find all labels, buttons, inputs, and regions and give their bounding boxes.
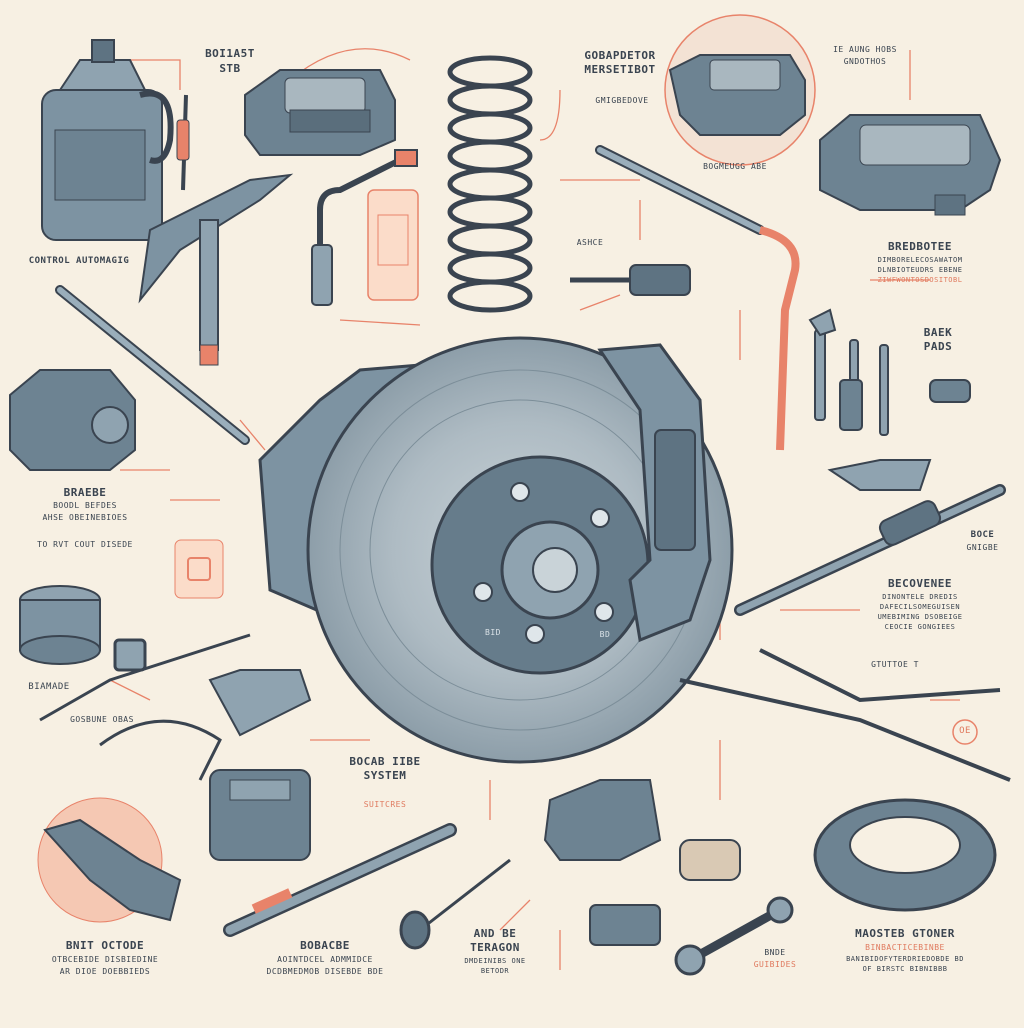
- grease-label: GTUTTOE T: [871, 660, 919, 669]
- brake-bolt-mid: [570, 264, 691, 296]
- pliers: [679, 648, 1011, 782]
- fluid-title: BOI1A5T: [205, 47, 255, 60]
- grease-gun: [734, 484, 1006, 616]
- annotation-arrows: [109, 48, 960, 970]
- master-title: MAOSTEB GTONER: [855, 927, 955, 940]
- hose-left-label: CONTROL AUTOMAGIG: [28, 256, 130, 266]
- bottom-wrench-sub: GUIBIDES: [753, 960, 797, 969]
- caliper-bolt-right: [595, 145, 765, 235]
- brake-fluid-bottle: [41, 39, 174, 241]
- system-sub: SYSTEM: [363, 769, 407, 782]
- bleeder-tool: [176, 94, 190, 191]
- bottom-wrench-title: BNDE: [764, 948, 786, 957]
- small-left-label: GOSBUNE OBAS: [70, 715, 134, 724]
- bottom-mid-sub: TERAGON: [470, 941, 520, 954]
- long-bolt: [55, 285, 250, 445]
- bottom-left-title: BNIT OCTODE: [65, 939, 145, 952]
- caliper-body-left: [9, 369, 136, 471]
- bracket-center-bottom: [543, 779, 662, 861]
- recovers-line-1: DINONTELE DREDIS: [882, 593, 958, 601]
- bottom-mid-title: AND BE: [473, 927, 517, 940]
- hub-mark-2: BD: [599, 630, 611, 639]
- dose-sub: GNIGBE: [966, 543, 999, 552]
- hook-tool: [99, 719, 222, 781]
- oe-badge: OE: [959, 726, 971, 736]
- small-springs: [839, 379, 971, 431]
- caliper-bottom-left: [37, 797, 182, 923]
- caliper-top-sub: MERSETIBOT: [584, 63, 656, 76]
- brackets-title: BREDBOTEE: [887, 240, 953, 253]
- wrench-set: [808, 308, 889, 436]
- brake-left-line-1: BOODL BEFDES: [53, 501, 117, 510]
- recovers-line-3: UMEBIMING DSOBEIGE: [877, 613, 963, 621]
- system-note: SUITCRES: [363, 800, 407, 809]
- pads-sub: PADS: [923, 340, 953, 353]
- bottom-left-line-2: AR DIOE DOEBBIEDS: [59, 967, 151, 976]
- disc-brake-assembly: [258, 336, 734, 764]
- brake-pads-top: [244, 69, 396, 156]
- spanner-bottom: [674, 896, 794, 976]
- top-right-sub: GNDOTHOS: [843, 57, 887, 66]
- hub-mark-1: BID: [485, 628, 501, 637]
- recovers-title: BECOVENEE: [887, 577, 953, 590]
- caliper-diagram-card: [367, 189, 419, 301]
- caliper-top-title: GOBAPDETOR: [584, 49, 656, 62]
- bottom-left-line-1: OTBCEBIDE DISBIEDINE: [51, 955, 159, 964]
- coil-spring: [447, 55, 533, 313]
- pads-title: BAEK: [923, 326, 953, 339]
- caliper-top-right: [664, 14, 816, 166]
- bracket-right: [827, 459, 932, 491]
- brake-hose-orange: [758, 226, 800, 451]
- brake-line-fitting: [311, 149, 418, 306]
- master-line-1: BINBACTICEBINBE: [865, 943, 945, 952]
- piston-bottom-left: [209, 769, 311, 861]
- master-line-2: BANIBIDOFYTERDRIEDOBDE BD: [846, 955, 964, 963]
- brake-left-title: BRAEBE: [63, 486, 107, 499]
- brackets-line-3: ZIWFWONTOSDOSITOBL: [877, 276, 963, 284]
- top-right-title: IE AUNG HOBS: [833, 45, 897, 54]
- fluid-sub: STB: [219, 62, 241, 75]
- master-line-3: OF BIRSTC BIBNIBBB: [862, 965, 948, 973]
- master-seal: [813, 798, 997, 912]
- bottom-mid-line-2: BETODR: [480, 967, 510, 975]
- pad-friction: [589, 839, 741, 946]
- oe-badge-circle: [952, 719, 978, 745]
- bottom-mid-left-title: BOBACBE: [300, 939, 350, 952]
- recovers-line-2: DAFECILSOMEGUISEN: [879, 603, 961, 611]
- brackets-line-2: DLNBIOTEUDRS EBENE: [877, 266, 963, 274]
- small-note: ASHCE: [576, 238, 604, 247]
- brake-left-line-2: AHSE OBEINEBIOES: [42, 513, 128, 522]
- lock-badge: [174, 539, 224, 599]
- tool-mid-label: BOGMEUGG ABE: [703, 162, 767, 171]
- bottom-mid-line-1: DMDEINIBS ONE: [464, 957, 526, 965]
- dose-title: BOCE: [970, 530, 995, 540]
- caliper-top-note: GMIGBEDOVE: [595, 96, 649, 105]
- badge-label: BIAMADE: [28, 682, 70, 692]
- brake-pads-top-right: [819, 114, 1002, 216]
- system-title: BOCAB IIBE: [349, 755, 421, 768]
- hammer: [223, 823, 457, 937]
- control-arm: [138, 173, 294, 366]
- bottom-mid-left-line-1: AOINTDCEL ADMMIDCE: [277, 955, 373, 964]
- bracket-bottom-left: [208, 669, 312, 737]
- seal-roll: [19, 585, 101, 665]
- spoon-tool: [399, 858, 511, 950]
- recovers-line-4: CEOCIE GONGIEES: [884, 623, 956, 631]
- bottom-mid-left-line-2: DCDBMEDMOB DISEBDE BDE: [266, 967, 384, 976]
- brackets-line-1: DIMBORELECOSAWATOM: [877, 256, 963, 264]
- brake-line-left: [39, 633, 251, 722]
- brake-left-line-3: TO RVT COUT DISEDE: [37, 540, 133, 549]
